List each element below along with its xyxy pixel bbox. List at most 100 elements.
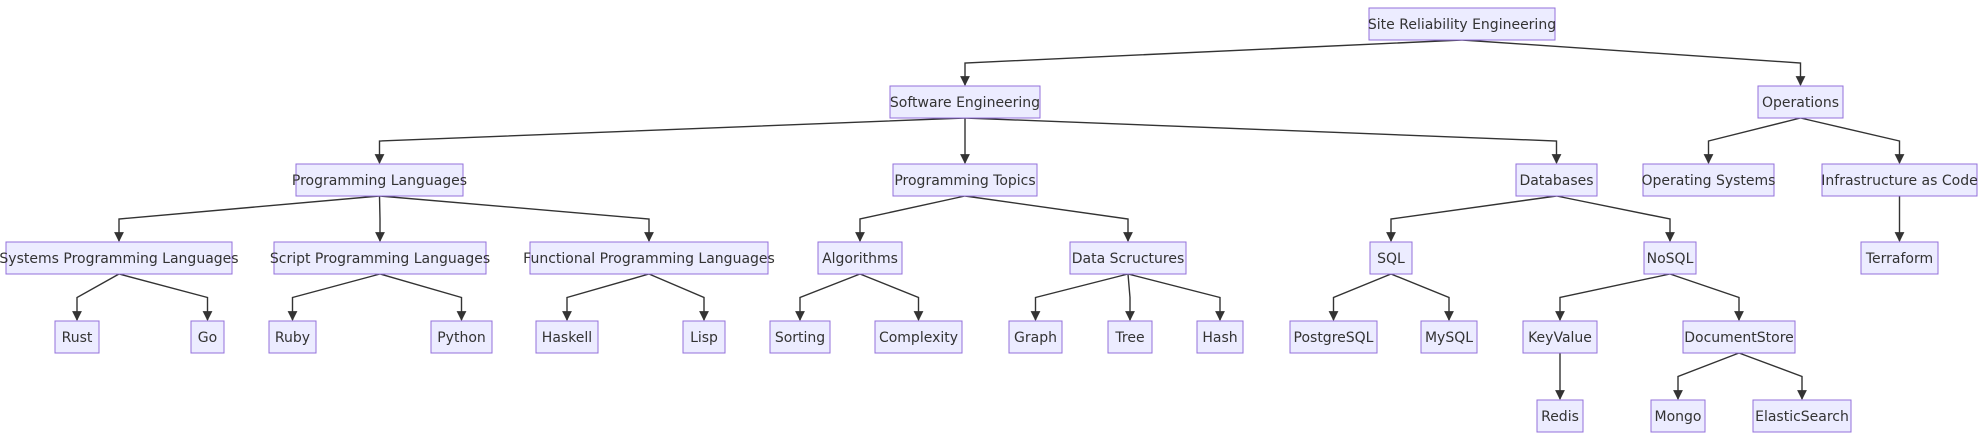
node-infrastructure-as-code: Infrastructure as Code xyxy=(1821,163,1978,197)
node-mongo: Mongo xyxy=(1650,399,1706,433)
edge-data-structures-to-tree xyxy=(1125,273,1135,321)
node-box xyxy=(1682,320,1796,354)
edge-operations-to-operating-systems xyxy=(1703,117,1801,164)
node-box xyxy=(682,320,726,354)
node-label: Systems Programming Languages xyxy=(0,251,239,267)
node-box xyxy=(430,320,493,354)
node-data-structures: Data Scructures xyxy=(1069,241,1187,275)
node-databases: Databases xyxy=(1515,163,1598,197)
node-label: Programming Languages xyxy=(292,173,467,189)
node-box xyxy=(295,163,464,197)
edge-functional-programming-languages-to-haskell xyxy=(562,273,650,321)
node-label: Infrastructure as Code xyxy=(1821,173,1977,189)
node-label: Databases xyxy=(1519,173,1593,189)
node-label: Tree xyxy=(1114,330,1144,346)
node-redis: Redis xyxy=(1536,399,1584,433)
edge-sre-to-software-engineering xyxy=(960,39,1463,86)
node-algorithms: Algorithms xyxy=(817,241,903,275)
edge-nosql-to-keyvalue xyxy=(1555,273,1671,321)
node-box xyxy=(1368,7,1556,41)
node-box xyxy=(5,241,233,275)
node-documentstore: DocumentStore xyxy=(1682,320,1796,354)
node-label: PostgreSQL xyxy=(1294,330,1374,346)
node-box xyxy=(1008,320,1063,354)
node-sorting: Sorting xyxy=(769,320,831,354)
node-box xyxy=(1515,163,1598,197)
edge-sre-to-operations xyxy=(1461,39,1806,86)
edge-algorithms-to-complexity xyxy=(859,273,924,321)
edge-sql-to-mysql xyxy=(1390,273,1454,321)
node-graph: Graph xyxy=(1008,320,1063,354)
edge-script-programming-languages-to-python xyxy=(379,273,467,321)
node-box xyxy=(1420,320,1478,354)
node-lisp: Lisp xyxy=(682,320,726,354)
node-label: Redis xyxy=(1541,409,1579,425)
node-hash: Hash xyxy=(1196,320,1244,354)
node-box xyxy=(1369,241,1413,275)
edge-programming-topics-to-algorithms xyxy=(855,195,966,242)
node-label: Algorithms xyxy=(822,251,898,267)
node-box xyxy=(892,163,1038,197)
node-operations: Operations xyxy=(1757,85,1844,119)
node-box xyxy=(1860,241,1939,275)
node-systems-programming-languages: Systems Programming Languages xyxy=(0,241,239,275)
node-label: Sorting xyxy=(775,330,825,346)
node-label: MySQL xyxy=(1425,330,1473,346)
node-nosql: NoSQL xyxy=(1643,241,1697,275)
node-box xyxy=(769,320,831,354)
node-terraform: Terraform xyxy=(1860,241,1939,275)
node-box xyxy=(1069,241,1187,275)
edge-script-programming-languages-to-ruby xyxy=(287,273,381,321)
node-box xyxy=(273,241,487,275)
node-label: Haskell xyxy=(542,330,592,346)
node-mysql: MySQL xyxy=(1420,320,1478,354)
node-label: Complexity xyxy=(879,330,958,346)
node-box xyxy=(1289,320,1378,354)
edge-sql-to-postgresql xyxy=(1328,273,1392,321)
node-label: Operations xyxy=(1762,95,1839,111)
edge-algorithms-to-sorting xyxy=(795,273,861,321)
edge-operations-to-infrastructure-as-code xyxy=(1800,117,1905,164)
node-postgresql: PostgreSQL xyxy=(1289,320,1378,354)
node-label: DocumentStore xyxy=(1684,330,1794,346)
node-complexity: Complexity xyxy=(874,320,963,354)
node-label: Hash xyxy=(1202,330,1237,346)
node-box xyxy=(1752,399,1852,433)
node-label: Go xyxy=(198,330,217,346)
edge-software-engineering-to-programming-languages xyxy=(374,117,966,164)
node-label: Site Reliability Engineering xyxy=(1368,17,1556,33)
node-label: NoSQL xyxy=(1647,251,1694,267)
node-box xyxy=(1650,399,1706,433)
node-software-engineering: Software Engineering xyxy=(889,85,1041,119)
node-sre: Site Reliability Engineering xyxy=(1368,7,1556,41)
edge-programming-languages-to-functional-programming-languages xyxy=(379,195,654,242)
node-python: Python xyxy=(430,320,493,354)
node-label: Rust xyxy=(62,330,93,346)
edge-nosql-to-documentstore xyxy=(1669,273,1744,321)
node-box xyxy=(874,320,963,354)
node-box xyxy=(1821,163,1978,197)
node-box xyxy=(1643,241,1697,275)
edge-documentstore-to-mongo xyxy=(1673,352,1740,400)
node-functional-programming-languages: Functional Programming Languages xyxy=(523,241,775,275)
node-rust: Rust xyxy=(54,320,100,354)
edge-databases-to-sql xyxy=(1386,195,1557,242)
edge-programming-languages-to-script-programming-languages xyxy=(375,195,385,242)
node-elasticsearch: ElasticSearch xyxy=(1752,399,1852,433)
node-label: Data Scructures xyxy=(1072,251,1185,267)
node-programming-languages: Programming Languages xyxy=(292,163,467,197)
node-operating-systems: Operating Systems xyxy=(1642,163,1775,197)
node-programming-topics: Programming Topics xyxy=(892,163,1038,197)
node-label: Mongo xyxy=(1655,409,1702,425)
node-label: Software Engineering xyxy=(890,95,1040,111)
node-box xyxy=(54,320,100,354)
node-box xyxy=(190,320,225,354)
edge-programming-topics-to-data-structures xyxy=(964,195,1133,242)
node-box xyxy=(889,85,1041,119)
node-label: Script Programming Languages xyxy=(270,251,490,267)
node-label: Functional Programming Languages xyxy=(523,251,775,267)
edge-layer xyxy=(72,39,1905,400)
edge-programming-languages-to-systems-programming-languages xyxy=(114,195,380,242)
